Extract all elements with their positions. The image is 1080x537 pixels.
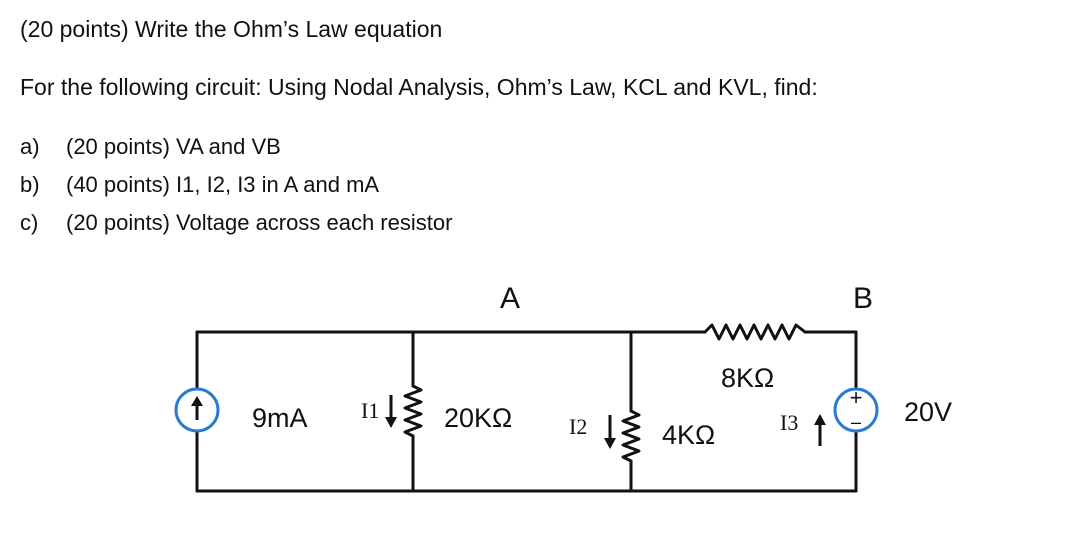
resistor-4k-label: 4KΩ (662, 420, 715, 450)
voltage-source-20V: + – (833, 385, 879, 433)
voltage-source-label: 20V (904, 397, 952, 427)
item-label: a) (20, 134, 40, 159)
plus-sign: + (850, 385, 863, 410)
resistor-4k (621, 409, 641, 463)
item-text: (20 points) Voltage across each resistor (66, 210, 453, 235)
resistor-20k-label: 20KΩ (444, 403, 512, 433)
arrow-i2 (604, 415, 616, 449)
current-source-9mA (174, 387, 220, 433)
node-b-label: B (853, 282, 873, 315)
question-item-a: a) (20 points) VA and VB (20, 134, 281, 160)
resistor-8k (703, 323, 807, 341)
question-item-c: c) (20 points) Voltage across each resist… (20, 210, 452, 236)
current-source-label: 9mA (252, 403, 308, 433)
question-item-b: b) (40 points) I1, I2, I3 in A and mA (20, 172, 379, 198)
item-label: c) (20, 210, 39, 235)
arrow-i1 (385, 395, 397, 428)
current-i2-label: I2 (569, 414, 587, 439)
item-text: (20 points) VA and VB (66, 134, 281, 159)
resistor-8k-label: 8KΩ (721, 363, 774, 393)
question-title: (20 points) Write the Ohm’s Law equation (20, 16, 443, 42)
item-text: (40 points) I1, I2, I3 in A and mA (66, 172, 380, 197)
minus-sign: – (851, 412, 861, 432)
question-intro: For the following circuit: Using Nodal A… (20, 74, 818, 100)
node-a-label: A (500, 282, 520, 315)
current-i3-label: I3 (780, 410, 798, 435)
resistor-20k (403, 384, 423, 438)
arrow-i3 (814, 414, 826, 446)
current-i1-label: I1 (361, 398, 379, 423)
item-label: b) (20, 172, 40, 197)
